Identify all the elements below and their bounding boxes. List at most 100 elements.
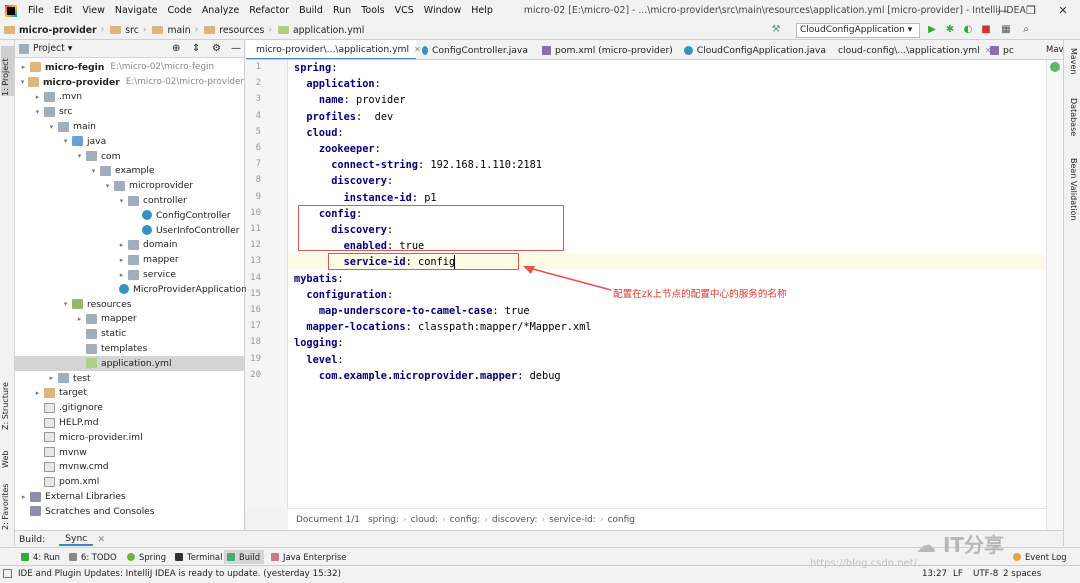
sync-tab[interactable]: Sync (59, 533, 94, 546)
nav-crumb-module[interactable]: micro-provider (0, 25, 99, 36)
menu-help[interactable]: Help (471, 5, 493, 16)
toggle-tool-windows-icon[interactable] (3, 569, 12, 578)
menu-vcs[interactable]: VCS (394, 5, 414, 16)
terminal-tool-button[interactable]: Terminal (172, 550, 226, 564)
chevron-right-icon[interactable]: ▸ (119, 240, 124, 249)
tree-item[interactable]: ▸target (15, 386, 244, 401)
tab-cloud-config-yml[interactable]: cloud-config\...\application.yml✕ (838, 44, 992, 56)
maven-panel-tab[interactable]: Mav (1046, 40, 1063, 60)
search-everywhere-icon[interactable]: ⌕ (1023, 24, 1029, 35)
menu-tools[interactable]: Tools (361, 5, 385, 16)
tree-item[interactable]: MicroProviderApplication (15, 282, 247, 297)
menu-analyze[interactable]: Analyze (201, 5, 240, 16)
tree-item[interactable]: .gitignore (15, 400, 244, 415)
tree-item[interactable]: ▾java (15, 134, 244, 149)
chevron-down-icon[interactable]: ▾ (91, 166, 96, 175)
tab-pom-xml[interactable]: pom.xml (micro-provider) (536, 40, 676, 59)
tab-overflow[interactable]: pc (984, 40, 1046, 59)
menu-navigate[interactable]: Navigate (114, 5, 158, 16)
tree-item[interactable]: ConfigController (15, 208, 244, 223)
chevron-down-icon[interactable]: ▾ (63, 137, 68, 146)
indent-setting[interactable]: 2 spaces (1003, 569, 1042, 579)
menu-view[interactable]: View (82, 5, 105, 16)
maven-tool-tab[interactable]: Maven (1069, 48, 1078, 75)
chevron-down-icon[interactable]: ▾ (77, 152, 82, 161)
run-config-select[interactable]: CloudConfigApplication ▾ (796, 23, 920, 38)
menu-file[interactable]: File (28, 5, 44, 16)
hide-panel-icon[interactable]: — (231, 43, 241, 54)
collapse-all-icon[interactable]: ⇕ (192, 43, 201, 54)
tree-item[interactable]: ▸mapper (15, 252, 244, 267)
database-tool-tab[interactable]: Database (1069, 98, 1078, 137)
close-window-icon[interactable]: ✕ (1058, 4, 1068, 17)
tree-item[interactable]: ▾microprovider (15, 178, 244, 193)
tree-item[interactable]: ▸service (15, 267, 244, 282)
caret-position[interactable]: 13:27 (922, 569, 948, 579)
tab-application-yml[interactable]: micro-provider\...\application.yml✕ (246, 40, 421, 59)
restore-icon[interactable]: ❐ (1026, 4, 1036, 17)
menu-run[interactable]: Run (332, 5, 352, 16)
tree-item[interactable]: ▸test (15, 371, 244, 386)
tree-item[interactable]: ▾example (15, 164, 244, 179)
project-structure-icon[interactable]: ▦ (1001, 24, 1011, 35)
chevron-right-icon[interactable]: ▸ (119, 255, 124, 264)
nav-crumb-main[interactable]: main (148, 25, 192, 36)
settings-gear-icon[interactable]: ⚙ (212, 43, 221, 54)
close-tab-icon[interactable]: ✕ (97, 533, 106, 545)
menu-build[interactable]: Build (299, 5, 323, 16)
chevron-down-icon[interactable]: ▾ (63, 300, 68, 309)
tree-item[interactable]: ▾controller (15, 193, 244, 208)
hammer-icon[interactable]: ⚒ (771, 24, 781, 35)
locate-icon[interactable]: ⊕ (172, 43, 181, 54)
chevron-right-icon[interactable]: ▸ (35, 388, 40, 397)
tree-item[interactable]: ▸domain (15, 238, 244, 253)
bean-validation-tool-tab[interactable]: Bean Validation (1069, 158, 1078, 221)
breadcrumb-item[interactable]: cloud: (410, 514, 439, 525)
tree-item[interactable]: ▾com (15, 149, 244, 164)
debug-icon[interactable]: ✱ (945, 24, 955, 35)
editor-scrollbar[interactable] (1046, 60, 1063, 530)
breadcrumb-item[interactable]: discovery: (491, 514, 538, 525)
nav-crumb-file[interactable]: application.yml (274, 25, 366, 36)
todo-tool-button[interactable]: 6: TODO (66, 550, 121, 564)
line-separator[interactable]: LF (953, 569, 963, 579)
chevron-right-icon[interactable]: ▸ (35, 92, 40, 101)
project-tool-tab[interactable]: 1: Project (1, 46, 14, 96)
chevron-down-icon[interactable]: ▾ (105, 181, 110, 190)
tree-item[interactable]: ▾resources (15, 297, 244, 312)
breadcrumb-item[interactable]: service-id: (549, 514, 596, 525)
nav-crumb-resources[interactable]: resources (200, 25, 266, 36)
chevron-right-icon[interactable]: ▸ (21, 63, 26, 72)
minimize-icon[interactable]: — (997, 4, 1009, 17)
tree-item[interactable]: ▸mapper (15, 312, 244, 327)
tree-item[interactable]: ▸External Libraries (15, 489, 244, 504)
close-tab-icon[interactable]: ✕ (414, 44, 421, 54)
tree-item[interactable]: pom.xml (15, 474, 244, 489)
breadcrumb-item[interactable]: spring: (367, 514, 400, 525)
favorites-tool-tab[interactable]: 2: Favorites (1, 483, 10, 530)
status-message[interactable]: IDE and Plugin Updates: IntelliJ IDEA is… (18, 569, 341, 579)
code-editor[interactable]: spring: application: name: provider prof… (288, 60, 1046, 508)
java-enterprise-tool-button[interactable]: Java Enterprise (268, 550, 350, 564)
nav-crumb-src[interactable]: src (106, 25, 141, 36)
project-view-select[interactable]: Project ▾ (33, 43, 73, 54)
run-icon[interactable]: ▶ (928, 24, 936, 35)
file-encoding[interactable]: UTF-8 (973, 569, 999, 579)
coverage-icon[interactable]: ◐ (963, 24, 973, 35)
event-log-button[interactable]: Event Log (1010, 550, 1071, 564)
chevron-down-icon[interactable]: ▾ (20, 78, 25, 87)
spring-tool-button[interactable]: Spring (124, 550, 170, 564)
tree-item[interactable]: application.yml (15, 356, 244, 371)
stop-icon[interactable]: ■ (981, 24, 991, 35)
tab-cloud-config-application[interactable]: CloudConfigApplication.java (678, 40, 826, 59)
chevron-down-icon[interactable]: ▾ (35, 107, 40, 116)
tree-item[interactable]: ▾src (15, 104, 244, 119)
web-tool-tab[interactable]: Web (1, 450, 10, 468)
tree-item[interactable]: UserInfoController (15, 223, 244, 238)
structure-tool-tab[interactable]: Z: Structure (1, 382, 10, 430)
tree-item[interactable]: mvnw.cmd (15, 460, 244, 475)
chevron-down-icon[interactable]: ▾ (119, 196, 124, 205)
menu-edit[interactable]: Edit (53, 5, 73, 16)
